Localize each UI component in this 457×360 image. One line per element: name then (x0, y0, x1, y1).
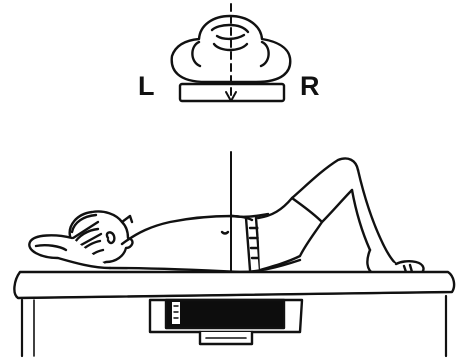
patient-supine (29, 158, 423, 277)
right-side-label: R (300, 73, 320, 100)
left-side-label: L (138, 73, 155, 100)
film-plate (166, 300, 284, 328)
film-cassette-tray (150, 300, 302, 344)
